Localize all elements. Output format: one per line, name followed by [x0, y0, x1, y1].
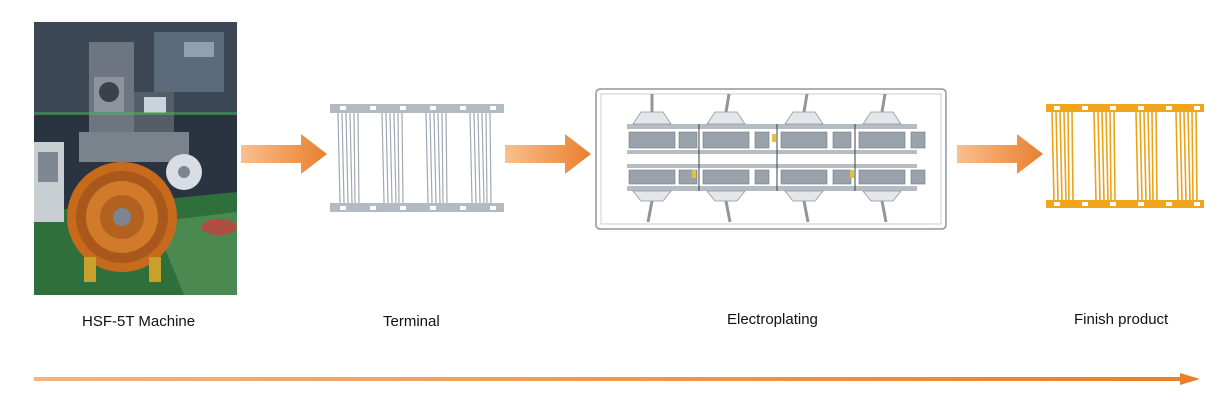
- arrow-right-icon: [241, 134, 327, 174]
- step-label-finish-product: Finish product: [1074, 311, 1169, 328]
- arrow-right-icon: [957, 134, 1043, 174]
- timeline-arrow-icon: [34, 373, 1200, 385]
- step-label-machine: HSF-5T Machine: [82, 313, 196, 330]
- step-label-terminal: Terminal: [383, 313, 440, 330]
- step-label-electroplating: Electroplating: [727, 311, 818, 328]
- finished-terminal-strip: [1046, 104, 1204, 208]
- electroplating-line: [595, 88, 947, 230]
- arrow-right-icon: [505, 134, 591, 174]
- terminal-strip: [330, 104, 504, 212]
- machine-photo: [34, 22, 237, 295]
